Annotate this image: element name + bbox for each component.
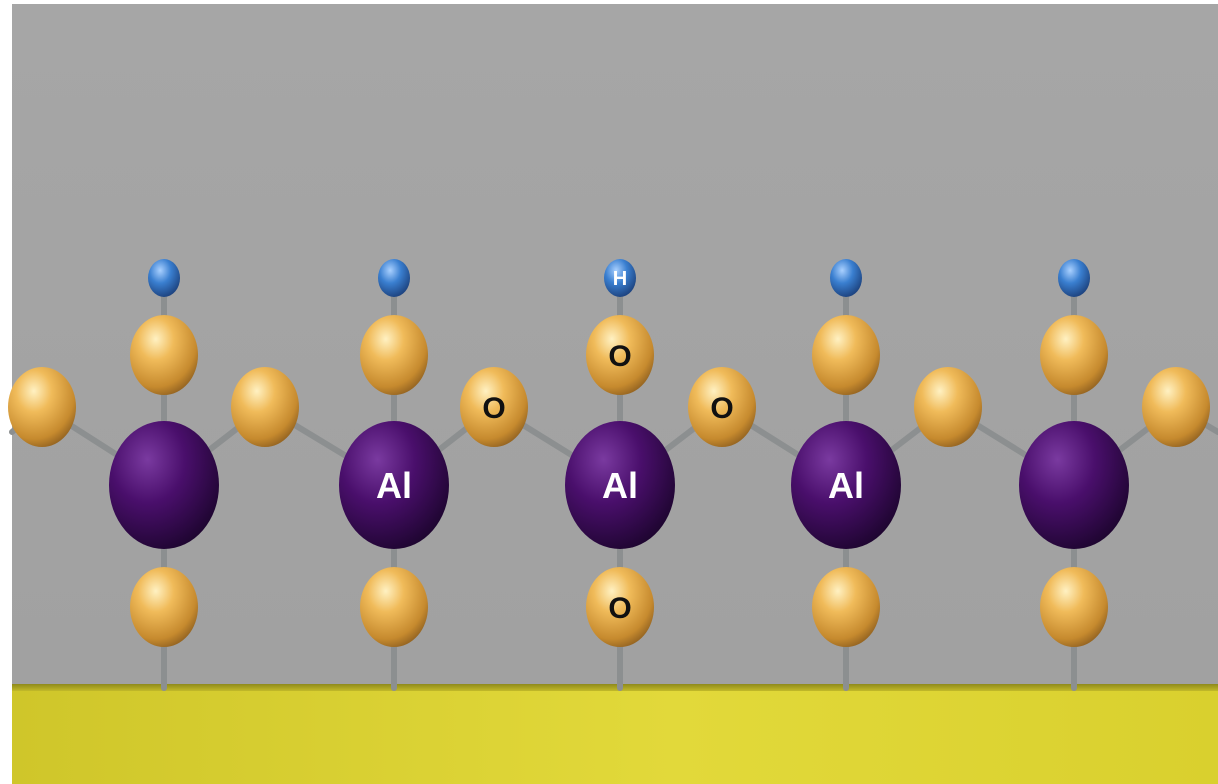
oxygen-bottom-2 xyxy=(360,567,428,647)
aluminum-4-sphere xyxy=(791,421,901,549)
aluminum-2-sphere xyxy=(339,421,449,549)
oxygen-top-2-sphere xyxy=(360,315,428,395)
oxygen-bottom-3-label: O xyxy=(608,592,631,625)
oxygen-bridge-4: O xyxy=(688,367,756,447)
oxygen-bridge-6 xyxy=(1142,367,1210,447)
oxygen-bottom-4 xyxy=(812,567,880,647)
oxygen-bottom-5 xyxy=(1040,567,1108,647)
aluminum-1 xyxy=(109,421,219,549)
oxygen-top-1 xyxy=(130,315,198,395)
aluminum-4-label: Al xyxy=(828,465,864,506)
aluminum-2-label: Al xyxy=(376,465,412,506)
oxygen-top-1-sphere xyxy=(130,315,198,395)
aluminum-1-sphere xyxy=(109,421,219,549)
substrate-top-edge xyxy=(12,684,1218,692)
oxygen-top-2 xyxy=(360,315,428,395)
aluminum-3-sphere xyxy=(565,421,675,549)
oxygen-bottom-2-sphere xyxy=(360,567,428,647)
oxygen-top-5 xyxy=(1040,315,1108,395)
hydrogen-2 xyxy=(378,259,410,297)
hydrogen-3: H xyxy=(604,259,636,297)
aluminum-3: Al xyxy=(565,421,675,549)
oxygen-bottom-5-sphere xyxy=(1040,567,1108,647)
oxygen-bottom-1 xyxy=(130,567,198,647)
oxygen-top-3-label: O xyxy=(608,340,631,373)
hydrogen-4-sphere xyxy=(830,259,862,297)
aluminum-3-label: Al xyxy=(602,465,638,506)
hydrogen-4 xyxy=(830,259,862,297)
aluminum-5-sphere xyxy=(1019,421,1129,549)
aluminum-2: Al xyxy=(339,421,449,549)
oxygen-bridge-6-sphere xyxy=(1142,367,1210,447)
substrate xyxy=(12,691,1218,784)
oxygen-top-3: O xyxy=(586,315,654,395)
oxygen-bridge-1-sphere xyxy=(8,367,76,447)
hydrogen-3-sphere xyxy=(604,259,636,297)
oxygen-bridge-3: O xyxy=(460,367,528,447)
oxygen-top-3-sphere xyxy=(586,315,654,395)
oxygen-bridge-1 xyxy=(8,367,76,447)
oxygen-bridge-4-label: O xyxy=(710,392,733,425)
hydrogen-5 xyxy=(1058,259,1090,297)
oxygen-top-4 xyxy=(812,315,880,395)
oxygen-bridge-3-sphere xyxy=(460,367,528,447)
hydrogen-1 xyxy=(148,259,180,297)
oxygen-bridge-4-sphere xyxy=(688,367,756,447)
hydrogen-3-label: H xyxy=(613,268,627,290)
aluminum-5 xyxy=(1019,421,1129,549)
aluminum-4: Al xyxy=(791,421,901,549)
oxygen-top-4-sphere xyxy=(812,315,880,395)
hydrogen-2-sphere xyxy=(378,259,410,297)
oxygen-bottom-4-sphere xyxy=(812,567,880,647)
hydrogen-5-sphere xyxy=(1058,259,1090,297)
oxygen-bottom-3-sphere xyxy=(586,567,654,647)
oxygen-bridge-2 xyxy=(231,367,299,447)
hydrogen-1-sphere xyxy=(148,259,180,297)
oxygen-bridge-5 xyxy=(914,367,982,447)
oxygen-bridge-2-sphere xyxy=(231,367,299,447)
oxygen-bottom-1-sphere xyxy=(130,567,198,647)
oxygen-bridge-5-sphere xyxy=(914,367,982,447)
oxygen-bottom-3: O xyxy=(586,567,654,647)
oxygen-top-5-sphere xyxy=(1040,315,1108,395)
oxygen-bridge-3-label: O xyxy=(482,392,505,425)
